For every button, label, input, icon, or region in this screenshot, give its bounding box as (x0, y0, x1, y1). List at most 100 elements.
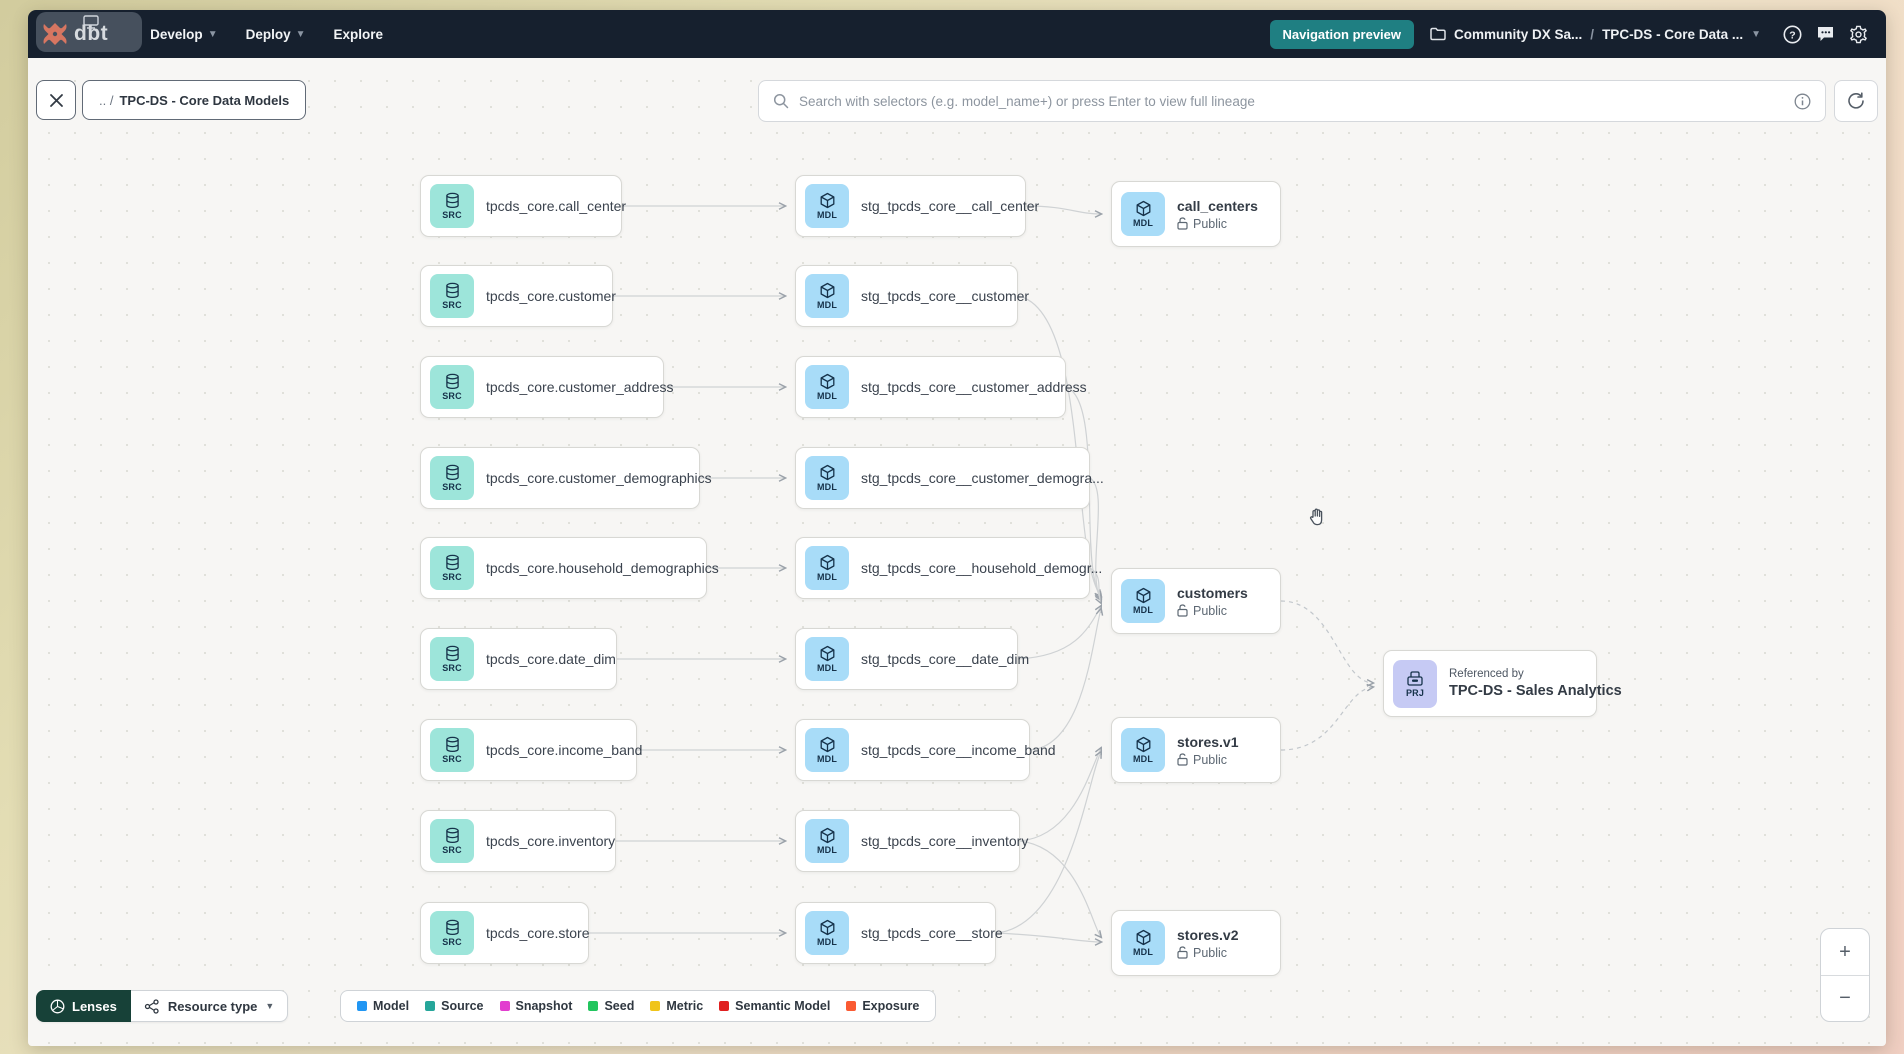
model-cube-icon (1136, 587, 1150, 604)
zoom-controls: + − (1820, 928, 1870, 1022)
breadcrumb-project[interactable]: Community DX Sa... (1454, 26, 1583, 42)
lineage-breadcrumb[interactable]: .. / TPC-DS - Core Data Models (82, 80, 307, 120)
svg-text:?: ? (1789, 29, 1795, 41)
model-cube-icon (820, 373, 834, 390)
database-icon (445, 464, 459, 481)
database-icon (445, 282, 459, 299)
legend-item: Semantic Model (719, 999, 830, 1013)
nav-item-develop[interactable]: Develop▼ (150, 26, 218, 42)
database-icon (445, 192, 459, 209)
chevron-down-icon: ▼ (207, 28, 218, 40)
database-icon (445, 645, 459, 662)
folder-icon (1430, 27, 1446, 41)
nav-item-deploy[interactable]: Deploy▼ (245, 26, 306, 42)
help-icon[interactable]: ? (1783, 25, 1802, 44)
legend-swatch (588, 1001, 599, 1011)
refresh-lineage-button[interactable] (1834, 80, 1878, 122)
lock-open-icon (1177, 604, 1188, 617)
resource-type-icon (144, 998, 159, 1014)
legend-swatch (650, 1001, 661, 1011)
search-icon (773, 93, 789, 109)
legend-item: Metric (650, 999, 703, 1013)
resource-type-dropdown[interactable]: Resource type ▼ (130, 990, 289, 1022)
model-cube-icon (820, 645, 834, 662)
top-nav: dbt Develop▼ Deploy▼ Explore Navigation … (28, 10, 1886, 58)
lock-open-icon (1177, 753, 1188, 766)
breadcrumb-page[interactable]: TPC-DS - Core Data ... (1602, 26, 1744, 42)
database-icon (445, 373, 459, 390)
model-cube-icon (820, 464, 834, 481)
lenses-button[interactable]: Lenses (36, 990, 131, 1022)
chevron-down-icon: ▼ (295, 28, 306, 40)
lineage-canvas[interactable]: .. / TPC-DS - Core Data Models SRCtpcds_… (28, 58, 1886, 1046)
lock-open-icon (1177, 217, 1188, 230)
screen-capture-overlay (36, 12, 142, 52)
model-cube-icon (1136, 736, 1150, 753)
feedback-icon[interactable] (1816, 25, 1835, 43)
app-window: dbt Develop▼ Deploy▼ Explore Navigation … (28, 10, 1886, 1046)
database-icon (445, 827, 459, 844)
model-cube-icon (1136, 929, 1150, 946)
database-icon (445, 554, 459, 571)
gear-icon[interactable] (1849, 25, 1868, 44)
breadcrumb-separator: / (1590, 26, 1595, 42)
info-icon[interactable] (1794, 93, 1811, 110)
dbt-logo[interactable]: dbt (42, 21, 108, 47)
model-cube-icon (820, 192, 834, 209)
zoom-in-button[interactable]: + (1839, 940, 1851, 963)
zoom-out-button[interactable]: − (1821, 975, 1869, 1021)
close-lineage-button[interactable] (36, 80, 76, 120)
refresh-icon (1848, 92, 1864, 109)
legend-item: Exposure (846, 999, 919, 1013)
project-icon (1407, 670, 1423, 686)
chevron-down-icon: ▼ (265, 1001, 275, 1011)
search-input[interactable] (799, 93, 1784, 109)
dbt-logo-icon (43, 23, 67, 45)
lenses-icon (50, 999, 65, 1013)
breadcrumb-up-link[interactable]: .. / (99, 92, 114, 108)
lock-open-icon (1177, 946, 1188, 959)
legend-item: Model (357, 999, 409, 1013)
chevron-down-icon[interactable]: ▼ (1751, 28, 1761, 40)
database-icon (445, 919, 459, 936)
nav-item-explore[interactable]: Explore (333, 26, 384, 42)
model-cube-icon (820, 827, 834, 844)
legend-item: Source (425, 999, 484, 1013)
model-cube-icon (820, 736, 834, 753)
model-cube-icon (1136, 200, 1150, 217)
model-cube-icon (820, 282, 834, 299)
navigation-preview-button[interactable]: Navigation preview (1269, 19, 1415, 49)
legend-swatch (719, 1001, 730, 1011)
legend-item: Snapshot (499, 999, 572, 1013)
legend-swatch (425, 1001, 436, 1011)
legend-swatch (499, 1001, 510, 1011)
monitor-icon (83, 15, 99, 29)
lineage-search (758, 80, 1826, 122)
legend-swatch (357, 1001, 367, 1011)
breadcrumb-current: TPC-DS - Core Data Models (119, 92, 290, 108)
